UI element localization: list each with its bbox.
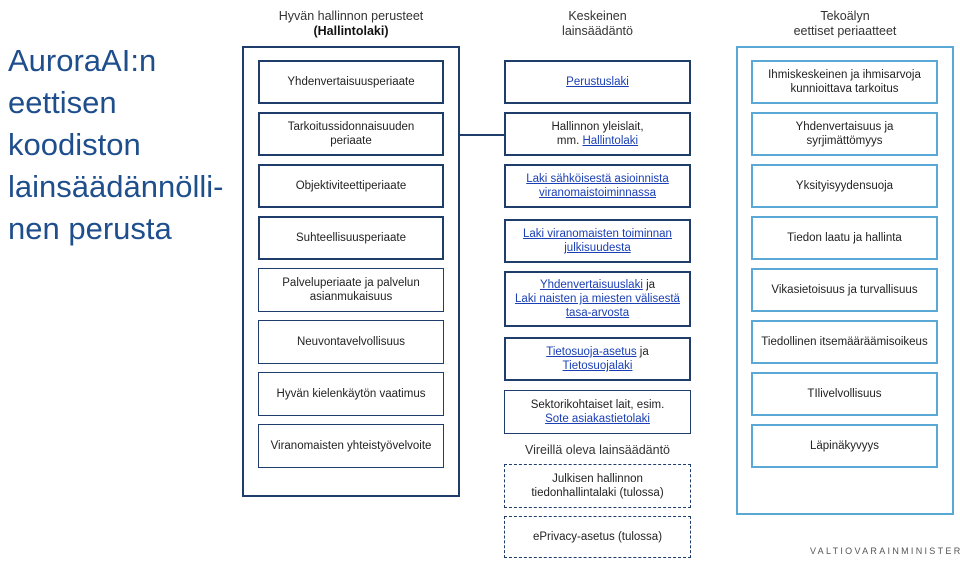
slide-title-line: nen perusta [8, 211, 172, 246]
pending-law-box: ePrivacy-asetus (tulossa) [504, 516, 691, 558]
principle-label: Suhteellisuusperiaate [296, 232, 406, 244]
ministry-logo: VALTIOVARAINMINISTERIÖ [810, 546, 960, 556]
law-box-tietosuoja: Tietosuoja-asetus ja Tietosuojalaki [504, 337, 691, 381]
principle-box: Yhdenvertaisuusperiaate [258, 60, 444, 104]
perustuslaki-link[interactable]: Perustuslaki [566, 76, 629, 88]
tietosuoja-asetus-link[interactable]: Tietosuoja-asetus [546, 346, 637, 358]
slide-title-line: koodiston [8, 127, 141, 162]
hallintolaki-link[interactable]: Hallintolaki [582, 135, 639, 147]
middle-heading-line1: Keskeinen [568, 9, 627, 23]
sahkoinen-asiointi-link[interactable]: Laki sähköisestä asioinnista viranomaist… [526, 173, 669, 199]
ethics-principle-label: Ihmiskeskeinen ja ihmisarvoja kunnioitta… [768, 69, 921, 95]
tasa-arvolaki-link[interactable]: Laki naisten ja miesten välisestä tasa-a… [515, 293, 680, 319]
law-box-sahkoinen: Laki sähköisestä asioinnista viranomaist… [504, 164, 691, 208]
ethics-principle-box: Ihmiskeskeinen ja ihmisarvoja kunnioitta… [751, 60, 938, 104]
tietosuoja-text: Tietosuoja-asetus ja Tietosuojalaki [546, 345, 649, 373]
sektori-prefix: Sektorikohtaiset lait, esim. [530, 399, 665, 411]
sote-asiakastietolaki-link[interactable]: Sote asiakastietolaki [545, 413, 650, 425]
tietosuojalaki-link[interactable]: Tietosuojalaki [562, 360, 633, 372]
right-column-frame [736, 46, 954, 515]
principle-label: Yhdenvertaisuusperiaate [287, 76, 415, 88]
pending-legislation-label: Vireillä oleva lainsäädäntö [524, 443, 670, 457]
slide-title-line: lainsäädännölli- [8, 169, 224, 204]
principle-box: Neuvontavelvollisuus [258, 320, 444, 364]
principle-box: Hyvän kielenkäytön vaatimus [258, 372, 444, 416]
ethics-principle-box: TIlivelvollisuus [751, 372, 938, 416]
pending-law-label: ePrivacy-asetus (tulossa) [532, 531, 663, 543]
principle-box: Tarkoitussidonnaisuuden periaate [258, 112, 444, 156]
left-column-heading: Hyvän hallinnon perusteet (Hallintolaki) [242, 9, 460, 39]
hallinto-text: Hallinnon yleislait, mm. Hallintolaki [551, 120, 643, 148]
law-box-perustuslaki: Perustuslaki [504, 60, 691, 104]
connector-line [460, 134, 504, 136]
principle-label: Neuvontavelvollisuus [296, 336, 406, 348]
principle-box: Suhteellisuusperiaate [258, 216, 444, 260]
sektori-text: Sektorikohtaiset lait, esim. Sote asiaka… [531, 398, 665, 426]
ethics-principle-label: Läpinäkyvyys [809, 440, 880, 452]
principle-label: Objektiviteettiperiaate [295, 180, 407, 192]
yhdenvertaisuuslaki-link[interactable]: Yhdenvertaisuuslaki [539, 279, 643, 291]
ethics-principle-box: Yksityisyydensuoja [751, 164, 938, 208]
right-heading-line2: eettiset periaatteet [793, 24, 897, 38]
conjunction-ja: ja [639, 346, 649, 358]
principle-label: Viranomaisten yhteistyövelvoite [270, 440, 432, 452]
ethics-principle-label: Yksityisyydensuoja [795, 180, 894, 192]
ethics-principle-label: Yhdenvertaisuus ja syrjimättömyys [795, 121, 894, 147]
slide-title-line: eettisen [8, 85, 117, 120]
right-heading-line1: Tekoälyn [820, 9, 870, 23]
left-column-frame [242, 46, 460, 497]
principle-label: Tarkoitussidonnaisuuden periaate [287, 121, 415, 147]
hallinto-mm: mm. [556, 135, 580, 147]
conjunction-ja: ja [646, 279, 656, 291]
middle-column-heading: Keskeinen lainsäädäntö [504, 9, 691, 39]
right-column-heading: Tekoälyn eettiset periaatteet [736, 9, 954, 39]
principle-box: Palveluperiaate ja palvelun asianmukaisu… [258, 268, 444, 312]
julkisuuslaki-link[interactable]: Laki viranomaisten toiminnan julkisuudes… [523, 228, 672, 254]
principle-label: Palveluperiaate ja palvelun asianmukaisu… [282, 277, 420, 303]
principle-box: Objektiviteettiperiaate [258, 164, 444, 208]
pending-law-label: Julkisen hallinnon tiedonhallintalaki (t… [531, 473, 664, 499]
ethics-principle-box: Vikasietoisuus ja turvallisuus [751, 268, 938, 312]
ethics-principle-box: Tiedon laatu ja hallinta [751, 216, 938, 260]
ethics-principle-label: Vikasietoisuus ja turvallisuus [771, 284, 918, 296]
principle-label: Hyvän kielenkäytön vaatimus [276, 388, 426, 400]
principle-box: Viranomaisten yhteistyövelvoite [258, 424, 444, 468]
left-heading-line2: (Hallintolaki) [313, 24, 389, 38]
left-heading-line1: Hyvän hallinnon perusteet [278, 9, 424, 23]
ethics-principle-box: Läpinäkyvyys [751, 424, 938, 468]
law-box-sektori: Sektorikohtaiset lait, esim. Sote asiaka… [504, 390, 691, 434]
ethics-principle-label: Tiedon laatu ja hallinta [787, 232, 902, 244]
pending-law-box: Julkisen hallinnon tiedonhallintalaki (t… [504, 464, 691, 508]
middle-heading-line2: lainsäädäntö [562, 24, 633, 38]
ethics-principle-box: Yhdenvertaisuus ja syrjimättömyys [751, 112, 938, 156]
ethics-principle-label: Tiedollinen itsemääräämisoikeus [761, 336, 928, 348]
law-box-julkisuus: Laki viranomaisten toiminnan julkisuudes… [504, 219, 691, 263]
slide-title-line: AuroraAI:n [8, 43, 157, 78]
law-box-hallinto: Hallinnon yleislait, mm. Hallintolaki [504, 112, 691, 156]
ethics-principle-label: TIlivelvollisuus [807, 388, 882, 400]
hallinto-prefix: Hallinnon yleislait, [551, 121, 644, 133]
ethics-principle-box: Tiedollinen itsemääräämisoikeus [751, 320, 938, 364]
slide-title: AuroraAI:n eettisen koodiston lainsäädän… [8, 40, 238, 250]
yhdenvertaisuus-text: Yhdenvertaisuuslaki ja Laki naisten ja m… [512, 278, 683, 320]
law-box-yhdenvertaisuus: Yhdenvertaisuuslaki ja Laki naisten ja m… [504, 271, 691, 327]
